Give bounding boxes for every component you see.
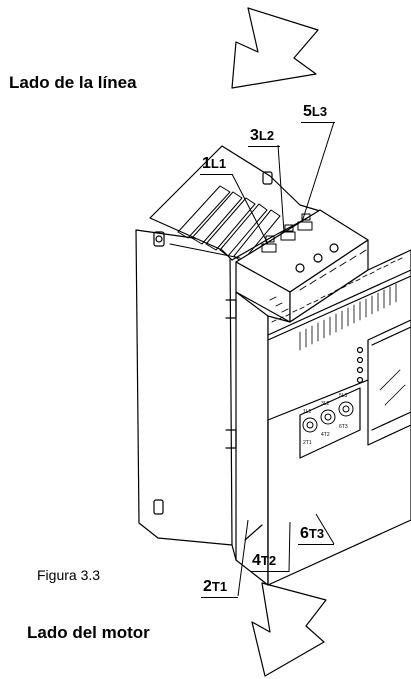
terminal-label-3: 3L2 xyxy=(250,127,275,144)
motor-side-arrow-icon xyxy=(251,582,327,677)
terminal-label-4: 4T2 xyxy=(252,552,277,569)
terminal-label-5: 5L3 xyxy=(303,103,328,120)
motor-side-label: Lado del motor xyxy=(27,623,150,642)
terminal-label-6: 6T3 xyxy=(300,525,325,542)
figure-label: Figura 3.3 xyxy=(37,567,101,583)
line-side-arrow-icon xyxy=(231,7,319,89)
terminal-label-1: 1L1 xyxy=(202,155,227,172)
terminal-label-2: 2T1 xyxy=(203,578,228,595)
line-side-label: Lado de la línea xyxy=(9,73,137,92)
